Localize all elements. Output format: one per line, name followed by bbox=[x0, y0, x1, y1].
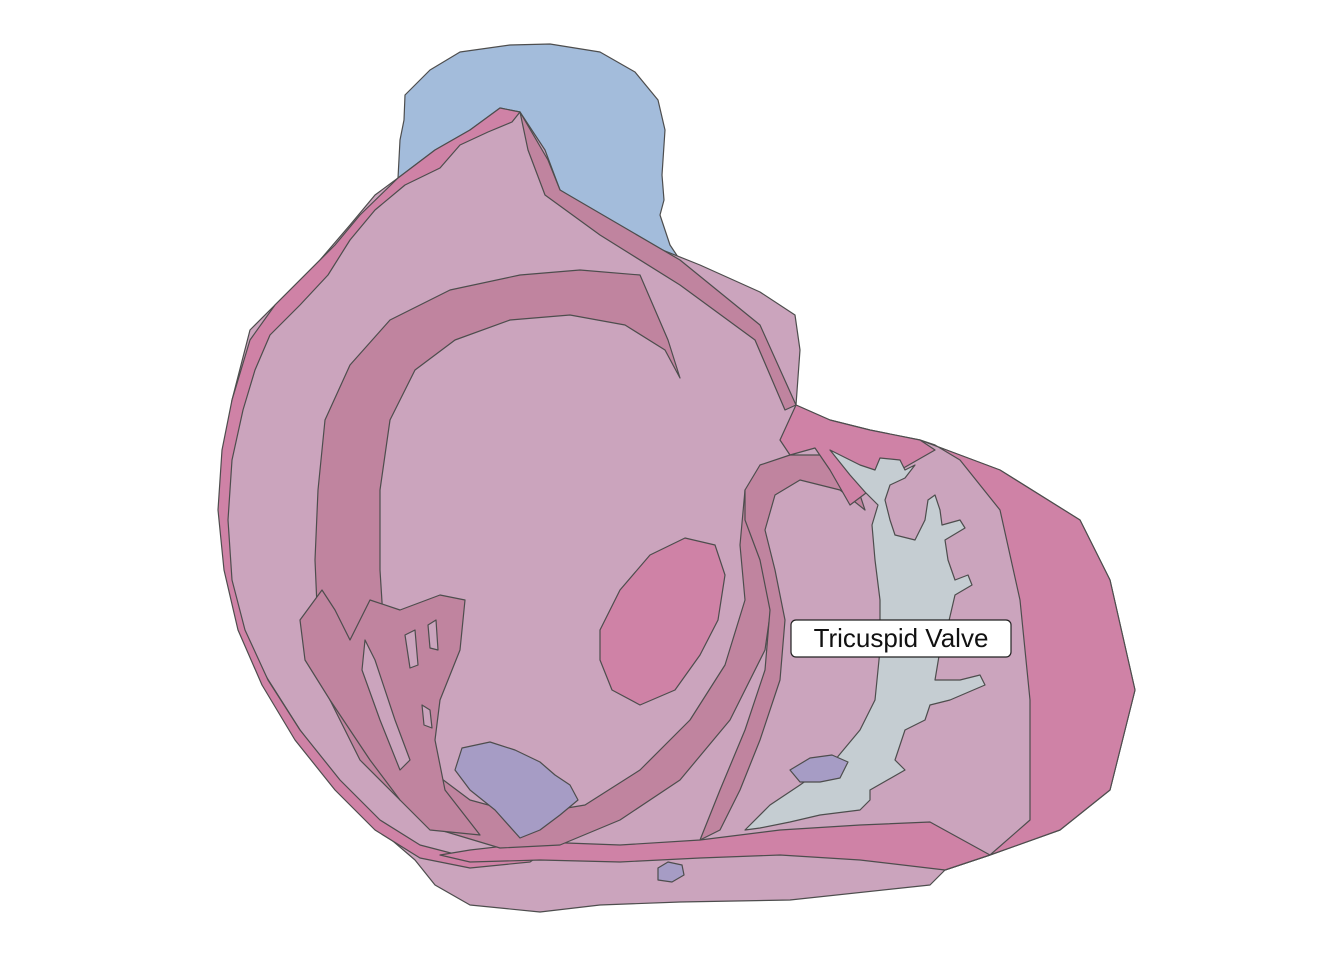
tricuspid-valve-leaflet bbox=[744, 449, 986, 831]
trabecula-hole-3 bbox=[427, 619, 439, 651]
trabecula-hole-4 bbox=[421, 704, 433, 729]
trabecula-hole-1 bbox=[361, 639, 411, 771]
fat-pad-left bbox=[454, 741, 579, 839]
tricuspid-valve-label: Tricuspid Valve bbox=[790, 619, 1012, 658]
fat-pad-right bbox=[789, 754, 849, 783]
label-text: Tricuspid Valve bbox=[814, 623, 989, 653]
coronary-vessel bbox=[657, 861, 685, 883]
papillary-muscle-left bbox=[599, 537, 726, 706]
left-ventricle-myocardium bbox=[314, 269, 776, 849]
trabecula-hole-2 bbox=[404, 629, 419, 669]
atrial-septum bbox=[519, 111, 797, 411]
inferior-wall-band bbox=[439, 821, 991, 871]
pericardial-band-left bbox=[217, 107, 541, 869]
label-box bbox=[790, 619, 1012, 658]
